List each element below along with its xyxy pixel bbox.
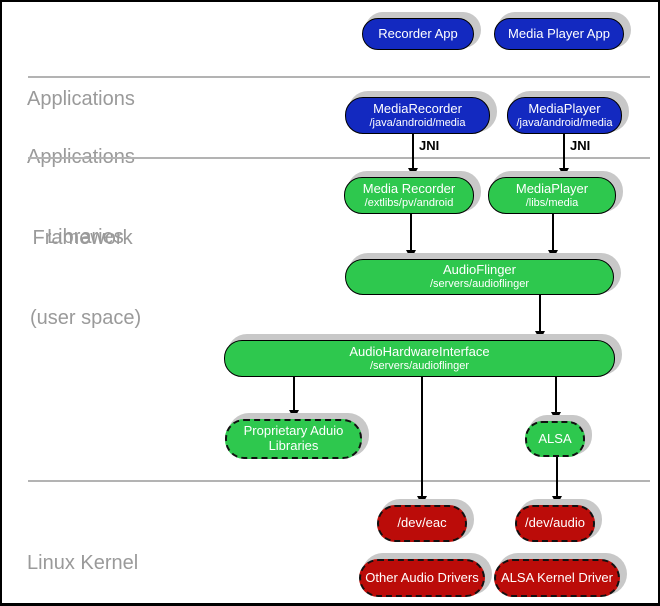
dev-audio-label: /dev/audio <box>525 515 585 531</box>
audioflinger-path: /servers/audioflinger <box>429 278 530 291</box>
node-media-player-app: Media Player App <box>494 18 624 50</box>
node-mediarecorder-framework: MediaRecorder /java/android/media <box>345 97 490 134</box>
layer-label-linux-kernel: Linux Kernel <box>27 496 139 603</box>
connector-audiohw-dev-eac <box>421 377 423 505</box>
node-audio-hardware-interface: AudioHardwareInterface /servers/audiofli… <box>224 340 615 377</box>
libraries-label-line1: Libraries <box>47 226 124 248</box>
libraries-label-line2: (user space) <box>30 307 142 329</box>
dev-eac-label: /dev/eac <box>397 515 447 531</box>
node-dev-audio: /dev/audio <box>515 505 595 542</box>
recorder-app-label: Recorder App <box>378 25 458 41</box>
node-alsa-kernel-driver: ALSA Kernel Driver <box>494 559 620 597</box>
connector-alsa-dev-audio <box>556 457 558 505</box>
media-player-app-label: Media Player App <box>508 25 610 41</box>
mediaplayer-framework-path: /java/android/media <box>516 116 613 129</box>
layer-label-applications: Applications <box>27 32 135 167</box>
layer-label-applications-text: Applications <box>27 88 135 110</box>
arrowhead-audiohw-dev-eac <box>417 496 427 505</box>
node-audioflinger: AudioFlinger /servers/audioflinger <box>345 259 614 295</box>
proprietary-audio-label-line1: Proprietary Aduio <box>243 423 344 439</box>
arrowhead-mediaplayer-jni <box>559 168 569 177</box>
divider-framework-libraries <box>28 157 650 159</box>
arrowhead-mediaplayer-audioflinger <box>548 250 558 259</box>
arrowhead-mediarecorder-jni <box>408 168 418 177</box>
connector-mediaplayer-jni <box>563 133 565 177</box>
divider-applications-framework <box>28 76 650 78</box>
connector-mediarecorder-audioflinger <box>410 214 412 259</box>
arrowhead-audiohw-alsa <box>551 412 561 421</box>
arrowhead-alsa-dev-audio <box>552 496 562 505</box>
connector-mediarecorder-jni <box>412 133 414 177</box>
connector-audiohw-proprietary <box>293 377 295 419</box>
node-mediaplayer-framework: MediaPlayer /java/android/media <box>507 97 622 134</box>
connector-audiohw-alsa <box>555 377 557 421</box>
audio-hardware-interface-path: /servers/audioflinger <box>369 359 470 372</box>
mediaplayer-lib-path: /libs/media <box>525 196 579 209</box>
arrowhead-audiohw-proprietary <box>289 410 299 419</box>
layer-label-libraries: Libraries (user space) <box>30 170 141 386</box>
mediaplayer-framework-label: MediaPlayer <box>528 100 601 116</box>
arrowhead-mediarecorder-audioflinger <box>406 250 416 259</box>
audioflinger-label: AudioFlinger <box>443 262 516 278</box>
node-mediaplayer-lib: MediaPlayer /libs/media <box>488 177 616 214</box>
node-media-recorder-lib: Media Recorder /extlibs/pv/android <box>344 177 474 214</box>
jni-label-right: JNI <box>570 138 591 153</box>
other-audio-drivers-label: Other Audio Drivers <box>365 569 479 585</box>
arrowhead-audioflinger-audiohw <box>535 331 545 340</box>
node-alsa: ALSA <box>525 421 585 457</box>
divider-libraries-kernel <box>28 480 650 482</box>
framework-label-line2: Framework <box>27 227 133 249</box>
media-recorder-lib-path: /extlibs/pv/android <box>364 196 454 209</box>
node-dev-eac: /dev/eac <box>377 505 467 542</box>
connector-audioflinger-audiohw <box>539 295 541 340</box>
node-recorder-app: Recorder App <box>362 18 474 50</box>
media-recorder-lib-label: Media Recorder <box>362 180 456 196</box>
audio-hardware-interface-label: AudioHardwareInterface <box>349 343 490 359</box>
node-proprietary-audio-libraries: Proprietary Aduio Libraries <box>225 419 362 459</box>
mediarecorder-framework-path: /java/android/media <box>369 116 466 129</box>
connector-mediaplayer-audioflinger <box>552 214 554 259</box>
node-other-audio-drivers: Other Audio Drivers <box>359 559 485 597</box>
alsa-kernel-driver-label: ALSA Kernel Driver <box>501 569 613 585</box>
kernel-label-text: Linux Kernel <box>27 552 139 574</box>
mediaplayer-lib-label: MediaPlayer <box>515 180 589 196</box>
alsa-label: ALSA <box>538 430 572 446</box>
jni-label-left: JNI <box>419 138 440 153</box>
mediarecorder-framework-label: MediaRecorder <box>373 100 462 116</box>
proprietary-audio-label-line2: Libraries <box>268 438 319 453</box>
